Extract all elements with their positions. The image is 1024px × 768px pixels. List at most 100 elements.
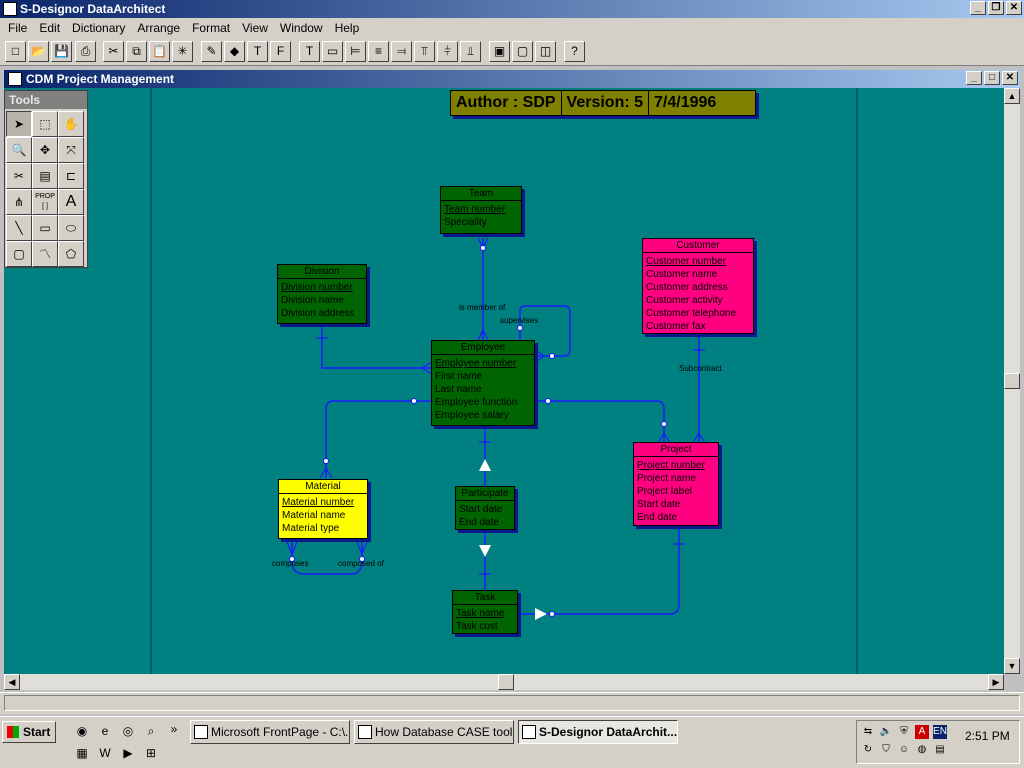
menu-format[interactable]: Format bbox=[192, 21, 231, 35]
horizontal-scrollbar[interactable]: ◀ ▶ bbox=[4, 674, 1004, 690]
horizontal-scroll-thumb[interactable] bbox=[498, 674, 514, 690]
disk-icon[interactable]: ▤ bbox=[935, 744, 945, 755]
zoom-out-icon[interactable]: ⤧ bbox=[58, 137, 84, 163]
vertical-scrollbar[interactable]: ▲ ▼ bbox=[1004, 88, 1020, 674]
paste-icon[interactable]: 📋 bbox=[149, 41, 170, 62]
polygon-icon[interactable]: ⬠ bbox=[58, 241, 84, 267]
relation-label[interactable]: supervises bbox=[500, 316, 539, 325]
word-icon[interactable]: W bbox=[99, 746, 111, 760]
save-icon[interactable]: 💾 bbox=[51, 41, 72, 62]
align-right-icon[interactable]: ⫤ bbox=[391, 41, 412, 62]
entity-participate[interactable]: Participate Start date End date bbox=[455, 486, 515, 530]
relation-icon[interactable]: ⊏ bbox=[58, 163, 84, 189]
rounded-rect-icon[interactable]: ▢ bbox=[6, 241, 32, 267]
language-indicator[interactable]: EN bbox=[933, 725, 947, 739]
shield-icon[interactable]: ⛉ bbox=[882, 744, 890, 755]
fill-icon[interactable]: ◆ bbox=[224, 41, 245, 62]
zoom-icon[interactable]: 🔍 bbox=[6, 137, 32, 163]
antivirus-icon[interactable]: ⛨ bbox=[900, 726, 908, 737]
ie-icon[interactable]: e bbox=[101, 724, 109, 738]
entity-project[interactable]: Project Project number Project name Proj… bbox=[633, 442, 719, 526]
more-chevron-icon[interactable]: » bbox=[170, 722, 178, 736]
volume-icon[interactable]: 🔈 bbox=[879, 726, 893, 737]
scroll-down-icon[interactable]: ▼ bbox=[1004, 658, 1020, 674]
text-icon[interactable]: A bbox=[58, 189, 84, 215]
text-format-icon[interactable]: T bbox=[247, 41, 268, 62]
text-box-icon[interactable]: T bbox=[299, 41, 320, 62]
menu-arrange[interactable]: Arrange bbox=[137, 21, 181, 35]
pen-icon[interactable]: ✎ bbox=[201, 41, 222, 62]
restore-icon[interactable]: ❐ bbox=[988, 1, 1004, 15]
start-button[interactable]: Start bbox=[2, 721, 56, 743]
task-sdesignor[interactable]: S-Designor DataArchit... bbox=[518, 720, 678, 744]
vertical-scroll-thumb[interactable] bbox=[1004, 373, 1020, 389]
menu-window[interactable]: Window bbox=[279, 21, 323, 35]
clock[interactable]: 2:51 PM bbox=[965, 729, 1010, 743]
zoom-fit-icon[interactable]: ✥ bbox=[32, 137, 58, 163]
select-icon[interactable]: ➤ bbox=[6, 111, 32, 137]
relation-label[interactable]: is member of bbox=[459, 303, 506, 312]
entity-team[interactable]: Team Team number Speciality bbox=[440, 186, 522, 234]
delete-icon[interactable]: ✳ bbox=[172, 41, 193, 62]
entity-division[interactable]: Division Division number Division name D… bbox=[277, 264, 367, 324]
cut-icon[interactable]: ✂ bbox=[103, 41, 124, 62]
task-browser[interactable]: How Database CASE tool ... bbox=[354, 720, 514, 744]
font-icon[interactable]: F bbox=[270, 41, 291, 62]
diagram-canvas[interactable]: Author : SDP Version: 5 7/4/1996 Team Te… bbox=[4, 88, 1004, 674]
tray-network-icon[interactable]: ⇆ bbox=[863, 726, 873, 737]
network-icon[interactable]: ⊞ bbox=[145, 746, 157, 760]
scroll-up-icon[interactable]: ▲ bbox=[1004, 88, 1020, 104]
relation-label[interactable]: composed of bbox=[338, 559, 384, 568]
messenger-icon[interactable]: ☺ bbox=[898, 744, 910, 755]
cut-icon[interactable]: ✂ bbox=[6, 163, 32, 189]
help-icon[interactable]: ? bbox=[564, 41, 585, 62]
scroll-left-icon[interactable]: ◀ bbox=[4, 674, 20, 690]
sync-icon[interactable]: ↻ bbox=[863, 744, 873, 755]
relation-label[interactable]: Subcontract bbox=[679, 364, 722, 373]
entity-task[interactable]: Task Task name Task cost bbox=[452, 590, 518, 634]
child-minimize-icon[interactable]: _ bbox=[966, 71, 982, 85]
layout-icon[interactable]: ▣ bbox=[489, 41, 510, 62]
author-banner[interactable]: Author : SDP Version: 5 7/4/1996 bbox=[450, 90, 756, 116]
desktop-icon[interactable]: ▦ bbox=[76, 746, 88, 760]
entity-employee[interactable]: Employee Employee number First name Last… bbox=[431, 340, 535, 426]
entity-icon[interactable]: ▤ bbox=[32, 163, 58, 189]
menu-view[interactable]: View bbox=[242, 21, 268, 35]
entity-material[interactable]: Material Material number Material name M… bbox=[278, 479, 368, 539]
menu-help[interactable]: Help bbox=[334, 21, 360, 35]
globe-icon[interactable]: ◍ bbox=[917, 744, 927, 755]
rect-select-icon[interactable]: ⬚ bbox=[32, 111, 58, 137]
media-player-icon[interactable]: ▶ bbox=[123, 746, 133, 760]
polyline-icon[interactable]: 〽 bbox=[32, 241, 58, 267]
frame-icon[interactable]: ▢ bbox=[512, 41, 533, 62]
adobe-icon[interactable]: A bbox=[915, 725, 929, 739]
inherit-icon[interactable]: ⋔ bbox=[6, 189, 32, 215]
open-icon[interactable]: 📂 bbox=[28, 41, 49, 62]
align-top-icon[interactable]: ⫪ bbox=[414, 41, 435, 62]
properties-icon[interactable]: PROP[ ] bbox=[32, 189, 58, 215]
entity-customer[interactable]: Customer Customer number Customer name C… bbox=[642, 238, 754, 334]
search-icon[interactable]: ⌕ bbox=[147, 724, 155, 738]
shadow-icon[interactable]: ▭ bbox=[322, 41, 343, 62]
hand-icon[interactable]: ✋ bbox=[58, 111, 84, 137]
copy-icon[interactable]: ⧉ bbox=[126, 41, 147, 62]
menu-dictionary[interactable]: Dictionary bbox=[72, 21, 126, 35]
tools-palette[interactable]: Tools ➤ ⬚ ✋ 🔍 ✥ ⤧ ✂ ▤ ⊏ ⋔ PROP[ ] A ╲ ▭ … bbox=[4, 90, 88, 268]
relation-label[interactable]: composes bbox=[272, 559, 309, 568]
quicklaunch-icon[interactable]: ◉ bbox=[76, 724, 88, 738]
menu-file[interactable]: File bbox=[8, 21, 28, 35]
outlook-icon[interactable]: ◎ bbox=[122, 724, 134, 738]
task-frontpage[interactable]: Microsoft FrontPage - C:\... bbox=[190, 720, 350, 744]
ellipse-icon[interactable]: ⬭ bbox=[58, 215, 84, 241]
line-icon[interactable]: ╲ bbox=[6, 215, 32, 241]
menu-edit[interactable]: Edit bbox=[39, 21, 61, 35]
child-maximize-icon[interactable]: □ bbox=[984, 71, 1000, 85]
rectangle-icon[interactable]: ▭ bbox=[32, 215, 58, 241]
scroll-right-icon[interactable]: ▶ bbox=[988, 674, 1004, 690]
align-middle-icon[interactable]: ⫩ bbox=[437, 41, 458, 62]
align-center-icon[interactable]: ≡ bbox=[368, 41, 389, 62]
close-icon[interactable]: ✕ bbox=[1006, 1, 1022, 15]
child-close-icon[interactable]: ✕ bbox=[1002, 71, 1018, 85]
align-bottom-icon[interactable]: ⫫ bbox=[460, 41, 481, 62]
minimize-icon[interactable]: _ bbox=[970, 1, 986, 15]
